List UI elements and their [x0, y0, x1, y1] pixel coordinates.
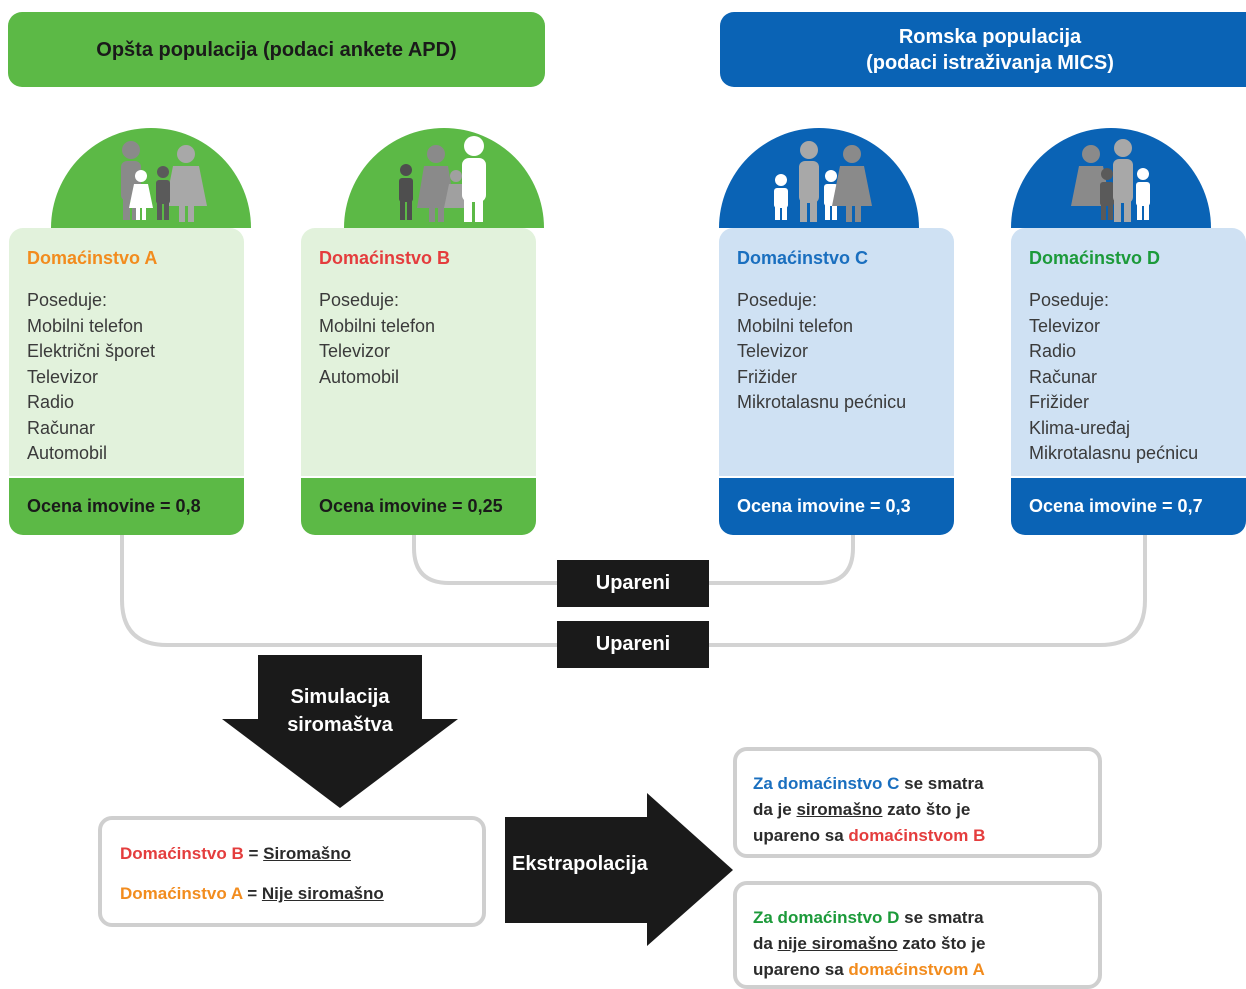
asset-score-b: Ocena imovine = 0,25	[301, 478, 536, 535]
matched-text: Upareni	[595, 572, 671, 594]
text-segment: zato što je	[897, 934, 986, 953]
asset-item: Mobilni telefon	[319, 315, 436, 336]
owns-label: Poseduje:	[1029, 290, 1110, 310]
roma-population-banner: Romska populacija (podaci istraživanja M…	[720, 12, 1246, 87]
conclusion-box-c: Za domaćinstvo C se smatra da je siromaš…	[733, 747, 1102, 858]
asset-item: Računar	[1029, 366, 1098, 387]
asset-score-c: Ocena imovine = 0,3	[719, 478, 954, 535]
roma-population-subtitle: (podaci istraživanja MICS)	[866, 51, 1114, 74]
result-line-b: Domaćinstvo B = Siromašno	[120, 844, 351, 864]
poor-status: siromašno	[796, 800, 883, 819]
asset-item: Televizor	[319, 341, 391, 361]
asset-score-d: Ocena imovine = 0,7	[1011, 478, 1246, 535]
household-c-label: Za domaćinstvo C	[753, 774, 900, 793]
asset-item: Radio	[1029, 341, 1077, 361]
right-arrow-icon	[505, 793, 733, 946]
asset-item: Televizor	[737, 341, 809, 361]
household-a-label: domaćinstvom A	[848, 960, 985, 979]
simulation-line: Simulacija	[290, 686, 390, 708]
text-segment: upareno sa	[753, 826, 849, 845]
asset-score-a: Ocena imovine = 0,8	[9, 478, 244, 535]
text-segment: upareno sa	[753, 960, 849, 979]
poverty-result-box: Domaćinstvo B = Siromašno Domaćinstvo A …	[98, 816, 486, 927]
conclusion-text: Za domaćinstvo C se smatra da je siromaš…	[753, 771, 985, 849]
conclusion-box-d: Za domaćinstvo D se smatra da nije sirom…	[733, 881, 1102, 989]
household-assets: Poseduje: Mobilni telefon Električni špo…	[27, 288, 155, 467]
household-title: Domaćinstvo B	[319, 248, 451, 268]
general-population-title: Opšta populacija (podaci ankete APD)	[96, 38, 457, 61]
not-poor-status: Nije siromašno	[261, 884, 384, 903]
asset-item: Mobilni telefon	[737, 315, 854, 336]
poor-status: Siromašno	[263, 844, 352, 863]
asset-item: Automobil	[319, 366, 400, 387]
household-b-label: Domaćinstvo B	[120, 844, 244, 863]
equals-sign: =	[247, 884, 258, 903]
family-icon	[719, 128, 919, 228]
extrapolation-label: Ekstrapolacija	[512, 853, 648, 875]
owns-label: Poseduje:	[319, 290, 400, 310]
simulation-label: Simulacija siromaštva	[255, 683, 425, 739]
result-line-a: Domaćinstvo A = Nije siromašno	[120, 884, 384, 904]
matched-label-b-c: Upareni	[557, 560, 709, 607]
asset-item: Mikrotalasnu pećnicu	[1029, 443, 1199, 463]
asset-item: Frižider	[1029, 392, 1090, 412]
text-segment: da je	[753, 800, 797, 819]
household-title: Domaćinstvo D	[1029, 248, 1161, 268]
asset-item: Televizor	[1029, 315, 1101, 336]
text-segment: zato što je	[882, 800, 971, 819]
asset-score-label: Ocena imovine = 0,8	[27, 496, 201, 516]
family-icon	[1011, 128, 1211, 228]
asset-item: Televizor	[27, 366, 99, 387]
text-segment: da	[753, 934, 778, 953]
matched-text: Upareni	[595, 633, 671, 655]
family-icon	[344, 128, 544, 228]
household-assets: Poseduje: Mobilni telefon Televizor Friž…	[737, 288, 906, 416]
household-d-label: Za domaćinstvo D	[753, 908, 900, 927]
asset-item: Mikrotalasnu pećnicu	[737, 392, 907, 412]
household-title: Domaćinstvo C	[737, 248, 869, 268]
not-poor-status: nije siromašno	[777, 934, 898, 953]
text-segment: se smatra	[899, 908, 984, 927]
household-a-label: Domaćinstvo A	[120, 884, 243, 903]
matched-label-a-d: Upareni	[557, 621, 709, 668]
family-icon	[51, 128, 251, 228]
household-card-b: Domaćinstvo B Poseduje: Mobilni telefon …	[301, 228, 536, 476]
owns-label: Poseduje:	[27, 290, 108, 310]
conclusion-text: Za domaćinstvo D se smatra da nije sirom…	[753, 905, 985, 983]
household-card-c: Domaćinstvo C Poseduje: Mobilni telefon …	[719, 228, 954, 476]
household-b-label: domaćinstvom B	[848, 826, 986, 845]
down-arrow-icon	[222, 655, 458, 808]
roma-population-title: Romska populacija	[898, 25, 1082, 48]
asset-item: Klima-uređaj	[1029, 417, 1131, 438]
household-card-a: Domaćinstvo A Poseduje: Mobilni telefon …	[9, 228, 244, 476]
asset-item: Mobilni telefon	[27, 315, 144, 336]
asset-score-label: Ocena imovine = 0,3	[737, 496, 911, 516]
household-assets: Poseduje: Televizor Radio Računar Frižid…	[1029, 288, 1198, 467]
asset-score-label: Ocena imovine = 0,7	[1029, 496, 1203, 516]
asset-item: Automobil	[27, 443, 108, 463]
household-title: Domaćinstvo A	[27, 248, 158, 268]
asset-item: Radio	[27, 392, 75, 412]
asset-item: Računar	[27, 417, 96, 438]
asset-item: Frižider	[737, 366, 798, 387]
owns-label: Poseduje:	[737, 290, 818, 310]
equals-sign: =	[248, 844, 259, 863]
simulation-line: siromaštva	[287, 714, 393, 736]
text-segment: se smatra	[899, 774, 984, 793]
general-population-banner: Opšta populacija (podaci ankete APD)	[8, 12, 545, 87]
asset-score-label: Ocena imovine = 0,25	[319, 496, 503, 516]
household-assets: Poseduje: Mobilni telefon Televizor Auto…	[319, 288, 435, 390]
asset-item: Električni šporet	[27, 341, 156, 361]
household-card-d: Domaćinstvo D Poseduje: Televizor Radio …	[1011, 228, 1246, 476]
